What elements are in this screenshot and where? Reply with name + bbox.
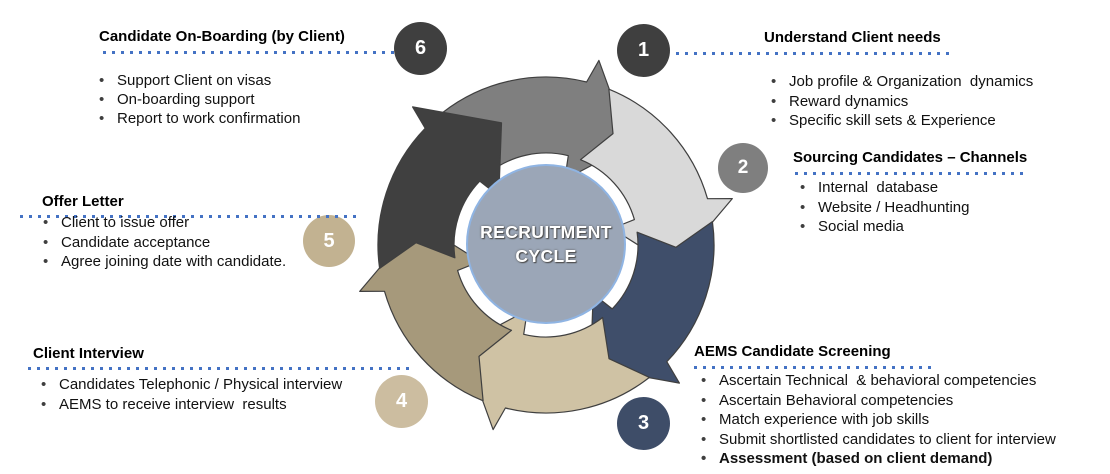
step-heading-client-interview: Client Interview — [33, 345, 144, 362]
dotted-leader-line-3 — [694, 366, 934, 369]
bullet-item: Website / Headhunting — [797, 198, 970, 218]
bullet-item: Reward dynamics — [768, 92, 1033, 112]
dotted-leader-line-2 — [795, 172, 1023, 175]
bullet-item: Ascertain Behavioral competencies — [698, 391, 1056, 411]
dotted-leader-line-6 — [103, 51, 395, 54]
bullet-item: Candidate acceptance — [40, 233, 286, 253]
cycle-arrow-to-step-6 — [377, 106, 503, 269]
step-heading-candidate-onboarding: Candidate On-Boarding (by Client) — [99, 28, 345, 45]
bullet-item: Internal database — [797, 178, 970, 198]
cycle-arrow-to-step-5 — [359, 221, 513, 402]
bullet-item: Client to issue offer — [40, 213, 286, 233]
bullet-item: Support Client on visas — [96, 72, 300, 91]
bullet-item: Report to work confirmation — [96, 110, 300, 129]
bullet-item: AEMS to receive interview results — [38, 395, 342, 415]
step-bullets-candidate-onboarding: Support Client on visasOn-boarding suppo… — [96, 72, 300, 128]
step-badge-6: 6 — [394, 22, 447, 75]
bullet-item: On-boarding support — [96, 91, 300, 110]
bullet-item: Match experience with job skills — [698, 410, 1056, 430]
dotted-leader-line-1 — [676, 52, 953, 55]
step-bullets-sourcing-candidates: Internal databaseWebsite / HeadhuntingSo… — [797, 178, 970, 237]
step-bullets-client-interview: Candidates Telephonic / Physical intervi… — [38, 375, 342, 414]
cycle-arrow-to-step-3 — [589, 221, 715, 384]
step-heading-offer-letter: Offer Letter — [42, 193, 124, 210]
step-badge-2: 2 — [718, 143, 768, 193]
bullet-item: Candidates Telephonic / Physical intervi… — [38, 375, 342, 395]
center-circle: RECRUITMENT CYCLE — [466, 164, 626, 324]
step-bullets-understand-client-needs: Job profile & Organization dynamicsRewar… — [768, 72, 1033, 131]
step-badge-1: 1 — [617, 24, 670, 77]
center-title-line1: RECRUITMENT — [480, 222, 612, 242]
bullet-item: Ascertain Technical & behavioral compete… — [698, 371, 1056, 391]
bullet-item: Specific skill sets & Experience — [768, 111, 1033, 131]
bullet-item: Social media — [797, 217, 970, 237]
step-bullets-aems-candidate-screening: Ascertain Technical & behavioral compete… — [698, 371, 1056, 469]
step-badge-3: 3 — [617, 397, 670, 450]
step-heading-understand-client-needs: Understand Client needs — [764, 29, 941, 46]
center-title-line2: CYCLE — [515, 246, 577, 266]
dotted-leader-line-4 — [28, 367, 410, 370]
step-badge-5: 5 — [303, 215, 355, 267]
cycle-arrow-to-step-2 — [579, 88, 733, 269]
bullet-item: Submit shortlisted candidates to client … — [698, 430, 1056, 450]
bullet-item: Assessment (based on client demand) — [698, 449, 1056, 469]
bullet-item: Job profile & Organization dynamics — [768, 72, 1033, 92]
cycle-arrow-to-step-4 — [461, 309, 650, 431]
step-bullets-offer-letter: Client to issue offerCandidate acceptanc… — [40, 213, 286, 272]
step-heading-sourcing-candidates: Sourcing Candidates – Channels — [793, 149, 1028, 166]
bullet-item: Agree joining date with candidate. — [40, 252, 286, 272]
step-badge-4: 4 — [375, 375, 428, 428]
step-heading-aems-candidate-screening: AEMS Candidate Screening — [694, 343, 891, 360]
